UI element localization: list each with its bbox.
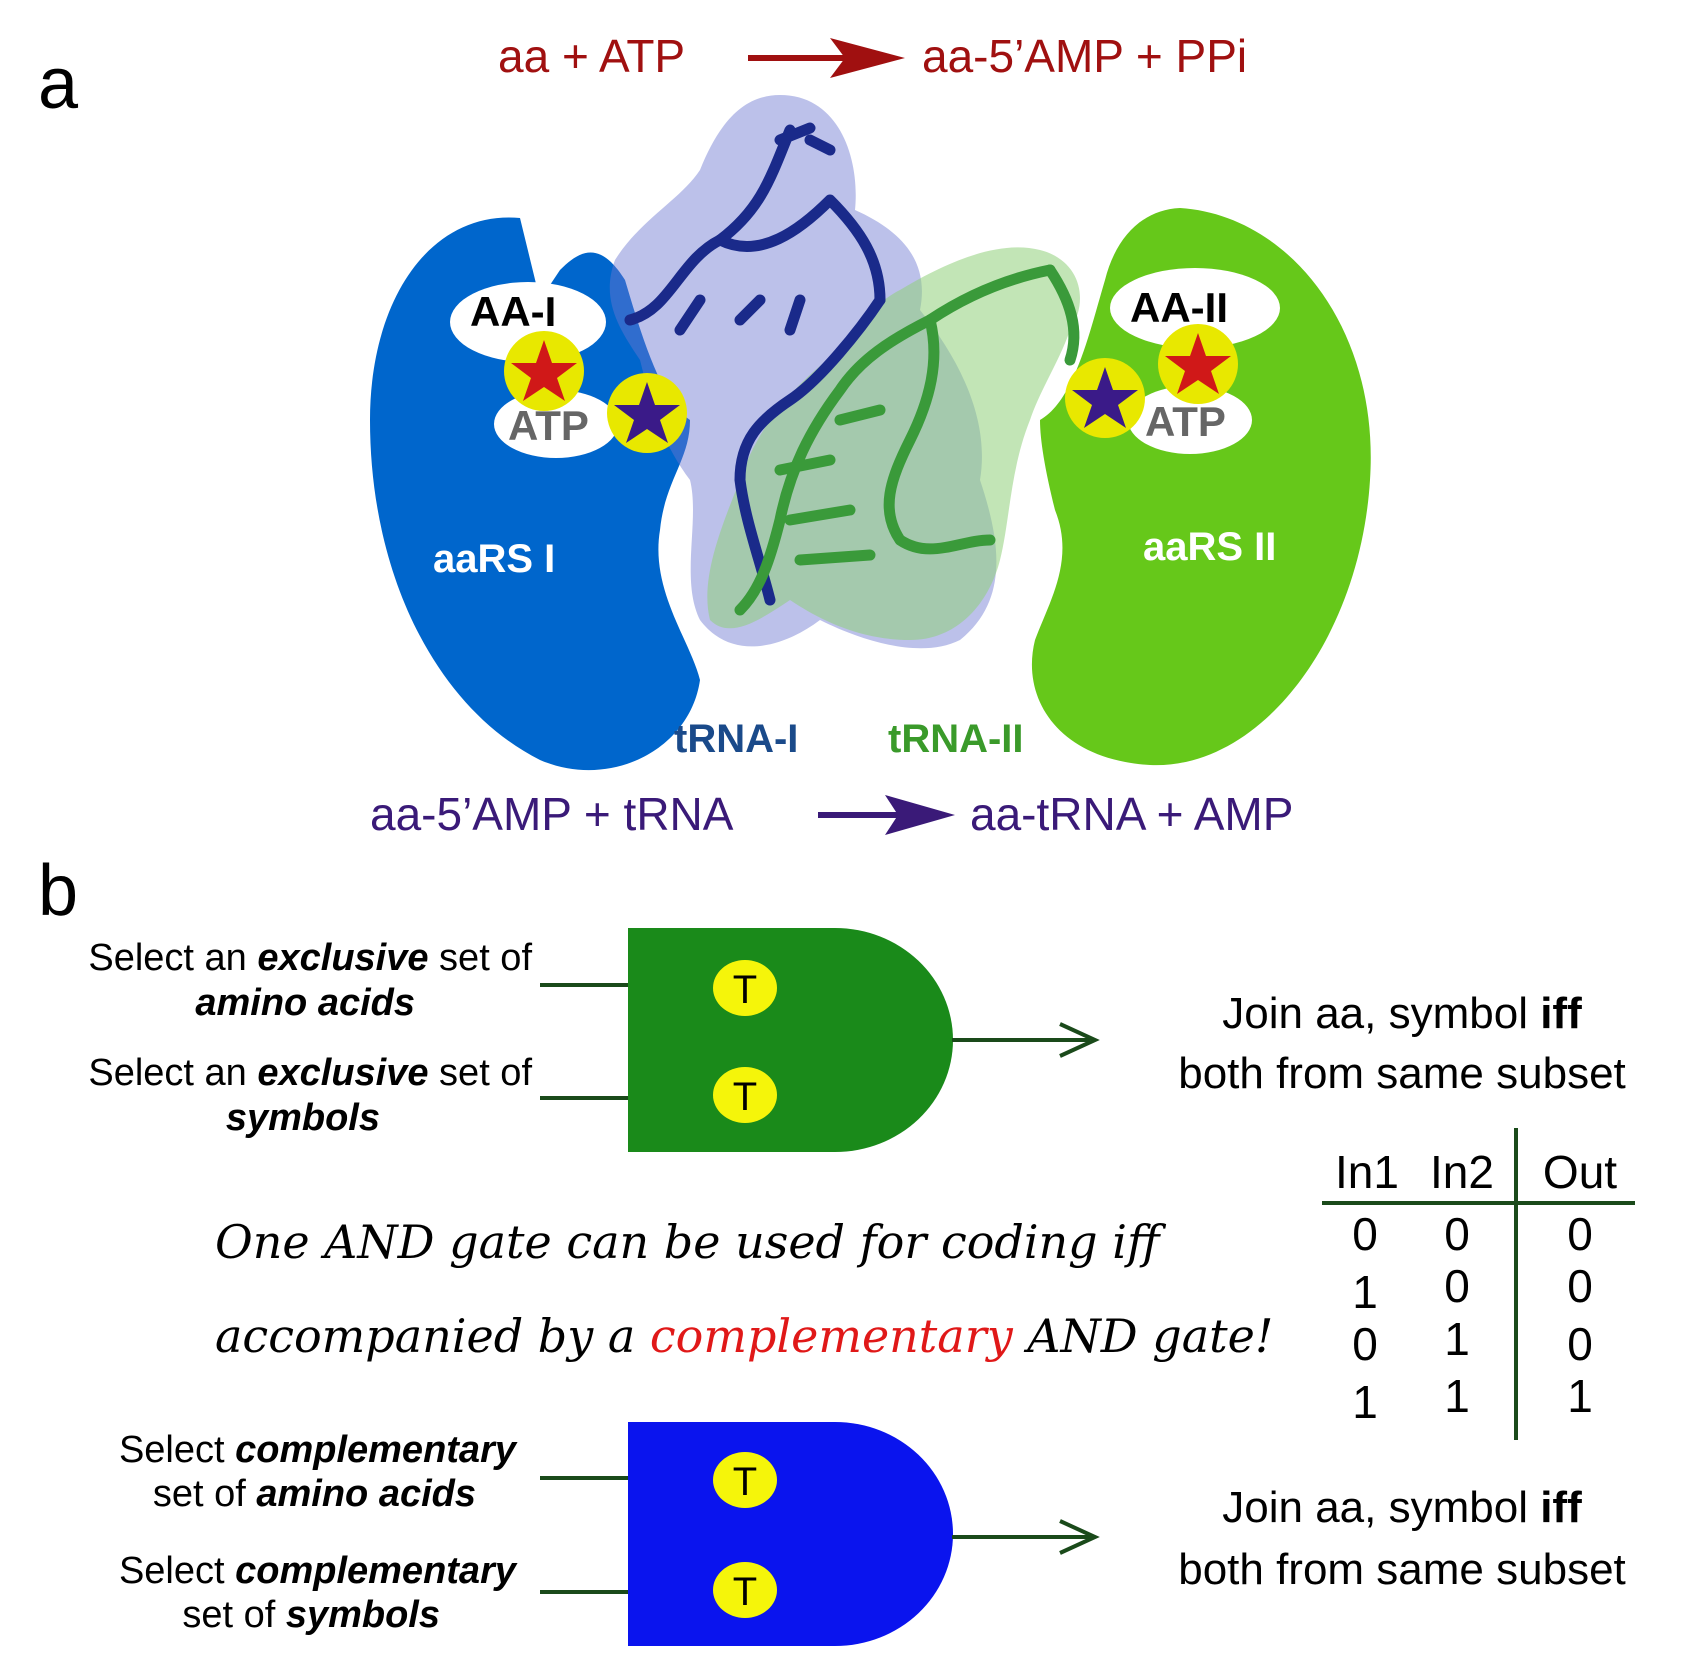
- reaction-bottom-arrow: [818, 795, 955, 835]
- truth-table-cell: 0: [1352, 1208, 1378, 1260]
- gate1-body: [628, 928, 953, 1152]
- trna2-label: tRNA-II: [888, 717, 1024, 761]
- gate1-input1-line2: amino acids: [195, 982, 415, 1024]
- aars2-site-atp-label: ATP: [1145, 398, 1226, 445]
- truth-table-header-in1: In1: [1335, 1146, 1399, 1198]
- gate2: T T: [540, 1422, 1100, 1646]
- panel-b-label: b: [38, 851, 78, 931]
- gate2-output-arrow: [952, 1519, 1100, 1555]
- truth-table-cell: 0: [1444, 1260, 1470, 1312]
- svg-text:T: T: [733, 968, 757, 1012]
- gate1: T T: [540, 928, 1100, 1152]
- reaction-top-left: aa + ATP: [498, 30, 685, 82]
- reaction-top-arrow: [748, 38, 905, 78]
- aars2-pocket-aa: [1110, 268, 1280, 348]
- gate2-input1-line1: Select complementary: [119, 1429, 518, 1471]
- truth-table: In1 In2 Out 0 0 0 1 0 0 0 1 0 1 1 1: [1322, 1128, 1635, 1440]
- aars2-pocket-atp: [1128, 386, 1252, 454]
- gate2-output-line1: Join aa, symbol iff: [1222, 1483, 1582, 1532]
- aars1-site-atp-label: ATP: [508, 402, 589, 449]
- truth-table-cell: 1: [1567, 1370, 1593, 1422]
- svg-text:T: T: [733, 1075, 757, 1119]
- truth-table-header-out: Out: [1543, 1146, 1617, 1198]
- trna1-backbone: [624, 122, 886, 606]
- gate1-input2-line1: Select an exclusive set of: [88, 1052, 532, 1094]
- aars1-aa-star-marker: [504, 331, 584, 411]
- aars2-atp-star-marker: [1065, 358, 1145, 438]
- svg-text:T: T: [733, 1460, 757, 1504]
- reaction-top-right: aa-5’AMP + PPi: [922, 30, 1247, 82]
- svg-text:T: T: [733, 1570, 757, 1614]
- truth-table-cell: 0: [1567, 1260, 1593, 1312]
- gate2-input1-line2: set of amino acids: [153, 1473, 476, 1515]
- gate1-token1: T: [713, 960, 777, 1016]
- gate1-output-line1: Join aa, symbol iff: [1222, 989, 1582, 1038]
- gate1-output-arrow: [952, 1022, 1100, 1058]
- gate2-input2-line2: set of symbols: [182, 1594, 440, 1636]
- gate1-input1-line1: Select an exclusive set of: [88, 937, 532, 979]
- truth-table-cell: 0: [1567, 1208, 1593, 1260]
- gate2-output-line2: both from same subset: [1178, 1545, 1626, 1594]
- aars1-shape: [370, 217, 700, 771]
- aars2-label: aaRS II: [1143, 525, 1276, 569]
- reaction-bottom-left: aa-5’AMP + tRNA: [370, 788, 734, 840]
- aars1-site-aa-label: AA-I: [470, 288, 556, 335]
- truth-table-cell: 0: [1567, 1318, 1593, 1370]
- aars1-pocket-atp: [494, 390, 618, 458]
- truth-table-header-in2: In2: [1430, 1146, 1494, 1198]
- gate2-token2: T: [713, 1562, 777, 1618]
- truth-table-cell: 1: [1352, 1376, 1378, 1428]
- panel-a-label: a: [38, 44, 79, 124]
- gate1-output-line2: both from same subset: [1178, 1049, 1626, 1098]
- gate1-token2: T: [713, 1067, 777, 1123]
- aars1-atp-star-marker: [607, 373, 687, 453]
- truth-table-cell: 1: [1444, 1313, 1470, 1365]
- aars1-label: aaRS I: [433, 537, 555, 581]
- aars2-site-aa-label: AA-II: [1130, 284, 1228, 331]
- reaction-bottom-right: aa-tRNA + AMP: [970, 788, 1293, 840]
- truth-table-cell: 0: [1444, 1208, 1470, 1260]
- truth-table-cell: 1: [1444, 1370, 1470, 1422]
- note-line1: One AND gate can be used for coding iff: [215, 1215, 1167, 1269]
- truth-table-cell: 0: [1352, 1318, 1378, 1370]
- truth-table-cell: 1: [1352, 1266, 1378, 1318]
- gate2-token1: T: [713, 1452, 777, 1508]
- gate1-input2-line2: symbols: [226, 1097, 380, 1139]
- aars2-aa-star-marker: [1158, 324, 1238, 404]
- note-line2: accompanied by a complementary AND gate!: [215, 1309, 1273, 1363]
- gate2-body: [628, 1422, 953, 1646]
- aars2-shape: [1031, 208, 1371, 766]
- trna1-label: tRNA-I: [674, 717, 798, 761]
- gate2-input2-line1: Select complementary: [119, 1550, 518, 1592]
- trna2-backbone: [734, 264, 1080, 616]
